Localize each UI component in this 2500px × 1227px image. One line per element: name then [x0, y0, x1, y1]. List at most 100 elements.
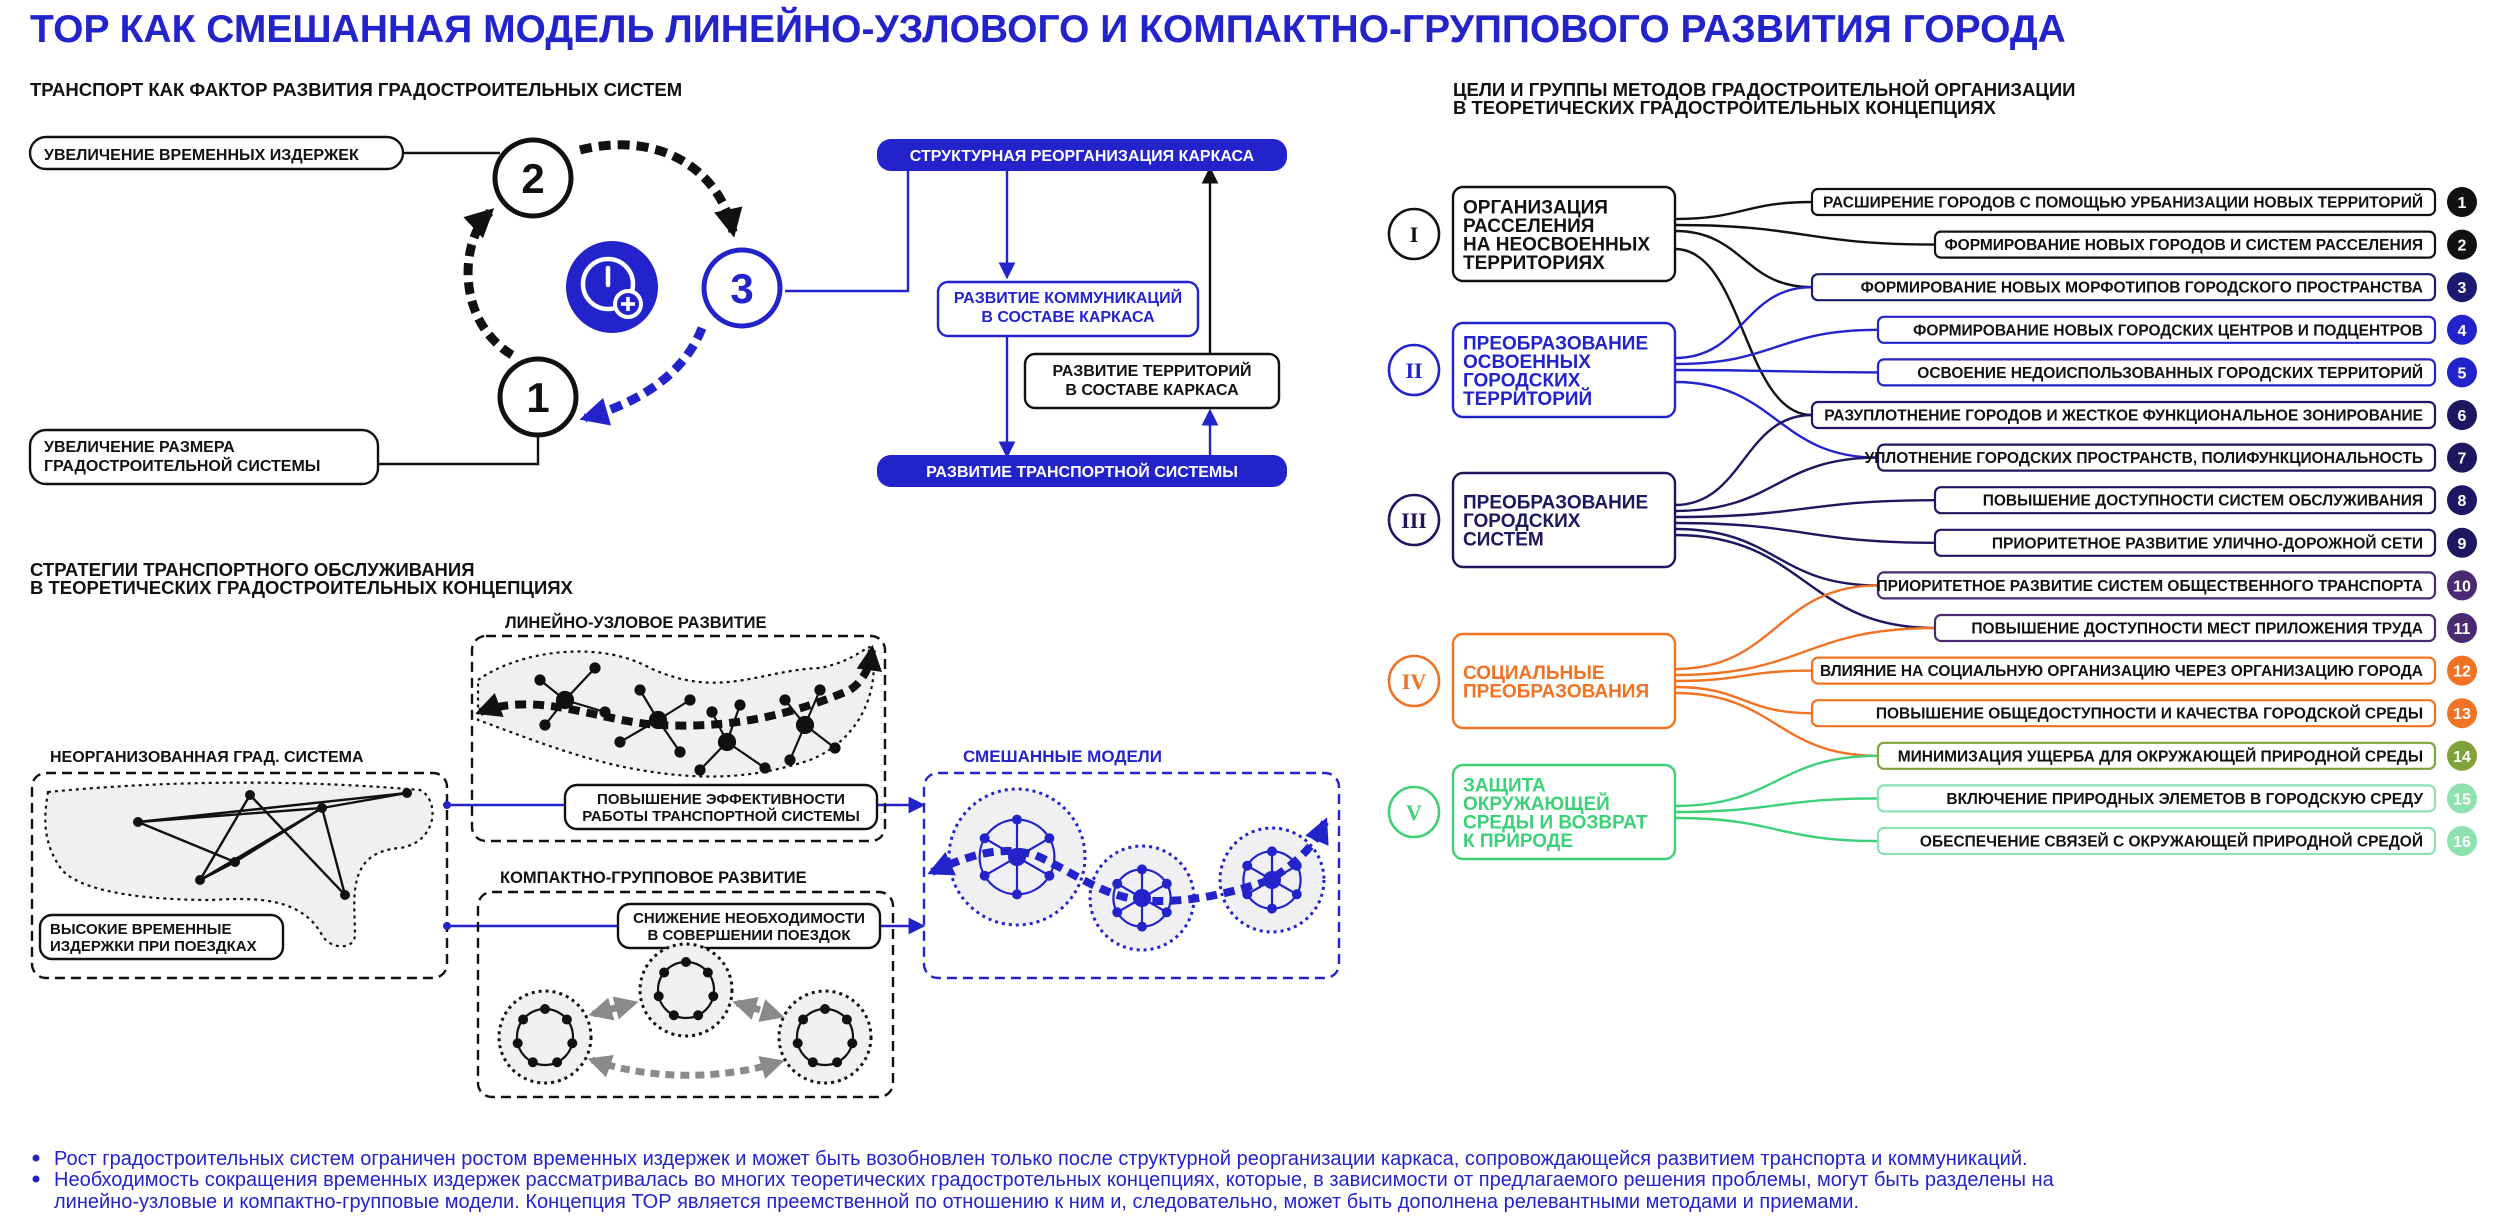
goal-method-box [1876, 571, 2437, 600]
goal-method: ПРИОРИТЕТНОЕ РАЗВИТИЕ СИСТЕМ ОБЩЕСТВЕННО… [1876, 570, 2477, 601]
goal-group-box [1451, 763, 1677, 861]
goal-method-number-badge [2447, 187, 2477, 217]
goal-method-box [1810, 699, 2437, 728]
goal-method-number: 1 [2458, 195, 2467, 212]
goal-group-label: РАССЕЛЕНИЯ [1463, 216, 1594, 237]
goal-method: ПОВЫШЕНИЕ ДОСТУПНОСТИ МЕСТ ПРИЛОЖЕНИЯ ТР… [1933, 613, 2477, 643]
goal-method-label: УПЛОТНЕНИЕ ГОРОДСКИХ ПРОСТРАНСТВ, ПОЛИФУ… [1865, 450, 2423, 467]
goal-method-number: 3 [2458, 280, 2467, 297]
framework-flow: СТРУКТУРНАЯ РЕОРГАНИЗАЦИЯ КАРКАСА РАЗВИТ… [877, 139, 1287, 487]
svg-text:ВЫСОКИЕ ВРЕМЕННЫЕ: ВЫСОКИЕ ВРЕМЕННЫЕ [50, 921, 231, 938]
growth-cycle: 2 3 1 УВЕЛИЧЕНИЕ ВРЕМЕННЫХ ИЗДЕРЖЕК УВЕЛ… [28, 135, 910, 486]
goal-method-box [1810, 400, 2437, 430]
goal-method-link [1674, 527, 1879, 587]
goal-method-box [1933, 230, 2437, 259]
goal-method-label: ВЛИЯНИЕ НА СОЦИАЛЬНУЮ ОРГАНИЗАЦИЮ ЧЕРЕЗ … [1820, 663, 2423, 680]
goal-group-roman-circle [1387, 785, 1441, 839]
goal-method-number: 16 [2453, 834, 2471, 851]
svg-text:2: 2 [521, 155, 544, 202]
goal-method-number: 6 [2458, 408, 2467, 425]
svg-text:ИЗДЕРЖКИ ПРИ ПОЕЗДКАХ: ИЗДЕРЖКИ ПРИ ПОЕЗДКАХ [50, 938, 257, 955]
goal-method-label: ПРИОРИТЕТНОЕ РАЗВИТИЕ СИСТЕМ ОБЩЕСТВЕННО… [1876, 578, 2423, 595]
goal-method-label: ПОВЫШЕНИЕ ДОСТУПНОСТИ МЕСТ ПРИЛОЖЕНИЯ ТР… [1971, 621, 2423, 638]
svg-text:ГРАДОСТРОИТЕЛЬНОЙ СИСТЕМЫ: ГРАДОСТРОИТЕЛЬНОЙ СИСТЕМЫ [44, 456, 320, 475]
goal-method-box [1810, 273, 2437, 302]
goal-method-box [1876, 826, 2437, 856]
goal-method: УПЛОТНЕНИЕ ГОРОДСКИХ ПРОСТРАНСТВ, ПОЛИФУ… [1865, 442, 2477, 473]
goal-group-roman: III [1401, 508, 1427, 533]
goal-method: ВКЛЮЧЕНИЕ ПРИРОДНЫХ ЭЛЕМЕТОВ В ГОРОДСКУЮ… [1876, 783, 2477, 814]
goal-method: ФОРМИРОВАНИЕ НОВЫХ ГОРОДСКИХ ЦЕНТРОВ И П… [1876, 314, 2477, 345]
goal-method-number: 10 [2453, 578, 2471, 595]
goal-method: ПРИОРИТЕТНОЕ РАЗВИТИЕ УЛИЧНО-ДОРОЖНОЙ СЕ… [1933, 527, 2477, 558]
goal-method-label: ФОРМИРОВАНИЕ НОВЫХ ГОРОДОВ И СИСТЕМ РАСС… [1944, 237, 2423, 254]
goal-method-link [1674, 754, 1879, 808]
goal-method-label: ОБЕСПЕЧЕНИЕ СВЯЗЕЙ С ОКРУЖАЮЩЕЙ ПРИРОДНО… [1920, 833, 2423, 851]
goal-method-label: ПОВЫШЕНИЕ ДОСТУПНОСТИ СИСТЕМ ОБСЛУЖИВАНИ… [1983, 493, 2423, 510]
goal-method-link [1674, 626, 1936, 677]
note-2: Необходимость сокращения временных издер… [54, 1169, 2055, 1191]
goal-group-label: НА НЕОСВОЕННЫХ [1463, 234, 1650, 255]
note-3: линейно-узловые и компактно-групповые мо… [54, 1191, 1859, 1213]
goal-group-label: ГОРОДСКИХ [1463, 370, 1581, 391]
goal-method-link [1674, 533, 1936, 630]
goal-group-roman-circle [1387, 207, 1441, 261]
goal-method: РАСШИРЕНИЕ ГОРОДОВ С ПОМОЩЬЮ УРБАНИЗАЦИИ… [1810, 187, 2477, 217]
goal-group-label: ТЕРРИТОРИЯХ [1463, 253, 1605, 274]
goal-method-number-badge [2447, 229, 2477, 260]
goal-method-box [1876, 315, 2437, 344]
svg-text:СМЕШАННЫЕ МОДЕЛИ: СМЕШАННЫЕ МОДЕЛИ [963, 747, 1162, 766]
goal-method-number-badge [2447, 783, 2477, 814]
goal-group-label: СРЕДЫ И ВОЗВРАТ [1463, 812, 1648, 833]
compact-cluster [777, 989, 873, 1085]
goal-method-box [1933, 528, 2437, 557]
goal-method-number: 11 [2454, 621, 2471, 638]
goal-method-number-badge [2447, 357, 2477, 388]
goal-links [1674, 200, 1936, 843]
goal-method-label: ВКЛЮЧЕНИЕ ПРИРОДНЫХ ЭЛЕМЕТОВ В ГОРОДСКУЮ… [1946, 791, 2423, 808]
goal-method-number: 4 [2458, 323, 2467, 340]
goal-method-number-badge [2447, 740, 2477, 771]
goal-method-link [1674, 456, 1879, 513]
goal-method-label: РАСШИРЕНИЕ ГОРОДОВ С ПОМОЩЬЮ УРБАНИЗАЦИИ… [1823, 194, 2423, 212]
goal-method: ФОРМИРОВАНИЕ НОВЫХ МОРФОТИПОВ ГОРОДСКОГО… [1810, 272, 2477, 303]
goal-group-box [1451, 321, 1677, 419]
goal-group-label: ОРГАНИЗАЦИЯ [1463, 197, 1608, 218]
goal-method-link [1674, 584, 1879, 671]
cycle-node-3: 3 [701, 247, 783, 329]
goal-group-roman: I [1410, 222, 1419, 247]
goal-method-label: ПОВЫШЕНИЕ ОБЩЕДОСТУПНОСТИ И КАЧЕСТВА ГОР… [1876, 705, 2423, 723]
box-communications: РАЗВИТИЕ КОММУНИКАЦИЙ В СОСТАВЕ КАРКАСА [936, 280, 1200, 338]
goal-method-link [1674, 816, 1879, 843]
goal-group-label: ПРЕОБРАЗОВАНИЕ [1463, 493, 1648, 514]
strategies-heading-1: СТРАТЕГИИ ТРАНСПОРТНОГО ОБСЛУЖИВАНИЯ [30, 559, 475, 580]
goal-method-box [1810, 656, 2437, 685]
svg-text:КОМПАКТНО-ГРУППОВОЕ РАЗВИТИЕ: КОМПАКТНО-ГРУППОВОЕ РАЗВИТИЕ [500, 869, 807, 887]
goal-method-link [1674, 797, 1879, 814]
transport-heading: ТРАНСПОРТ КАК ФАКТОР РАЗВИТИЯ ГРАДОСТРОИ… [30, 79, 682, 100]
goal-method-link [1674, 247, 1813, 417]
svg-text:ПОВЫШЕНИЕ ЭФФЕКТИВНОСТИ: ПОВЫШЕНИЕ ЭФФЕКТИВНОСТИ [597, 791, 845, 808]
goal-method-number: 9 [2458, 536, 2467, 553]
goal-method-label: ПРИОРИТЕТНОЕ РАЗВИТИЕ УЛИЧНО-ДОРОЖНОЙ СЕ… [1992, 534, 2423, 552]
goal-group-roman: IV [1402, 669, 1427, 694]
goal-group-label: ГОРОДСКИХ [1463, 511, 1581, 532]
svg-text:УВЕЛИЧЕНИЕ РАЗМЕРА: УВЕЛИЧЕНИЕ РАЗМЕРА [44, 439, 235, 456]
note-1: Рост градостроительных систем ограничен … [54, 1148, 2028, 1170]
goal-method-link [1674, 685, 1813, 715]
compact-cluster [497, 989, 593, 1085]
goal-method-box [1876, 741, 2437, 770]
goal-method: ФОРМИРОВАНИЕ НОВЫХ ГОРОДОВ И СИСТЕМ РАСС… [1933, 229, 2477, 260]
arrow-1-to-2 [463, 208, 515, 359]
goal-group-label: ПРЕОБРАЗОВАНИЕ [1463, 333, 1648, 354]
svg-text:ЛИНЕЙНО-УЗЛОВОЕ РАЗВИТИЕ: ЛИНЕЙНО-УЗЛОВОЕ РАЗВИТИЕ [505, 613, 767, 632]
goal-method-label: ФОРМИРОВАНИЕ НОВЫХ МОРФОТИПОВ ГОРОДСКОГО… [1861, 280, 2423, 297]
goal-method-link [1674, 328, 1879, 366]
goal-method-link [1674, 499, 1936, 519]
goal-method-label: ФОРМИРОВАНИЕ НОВЫХ ГОРОДСКИХ ЦЕНТРОВ И П… [1913, 322, 2423, 339]
goal-method-link [1674, 286, 1813, 360]
